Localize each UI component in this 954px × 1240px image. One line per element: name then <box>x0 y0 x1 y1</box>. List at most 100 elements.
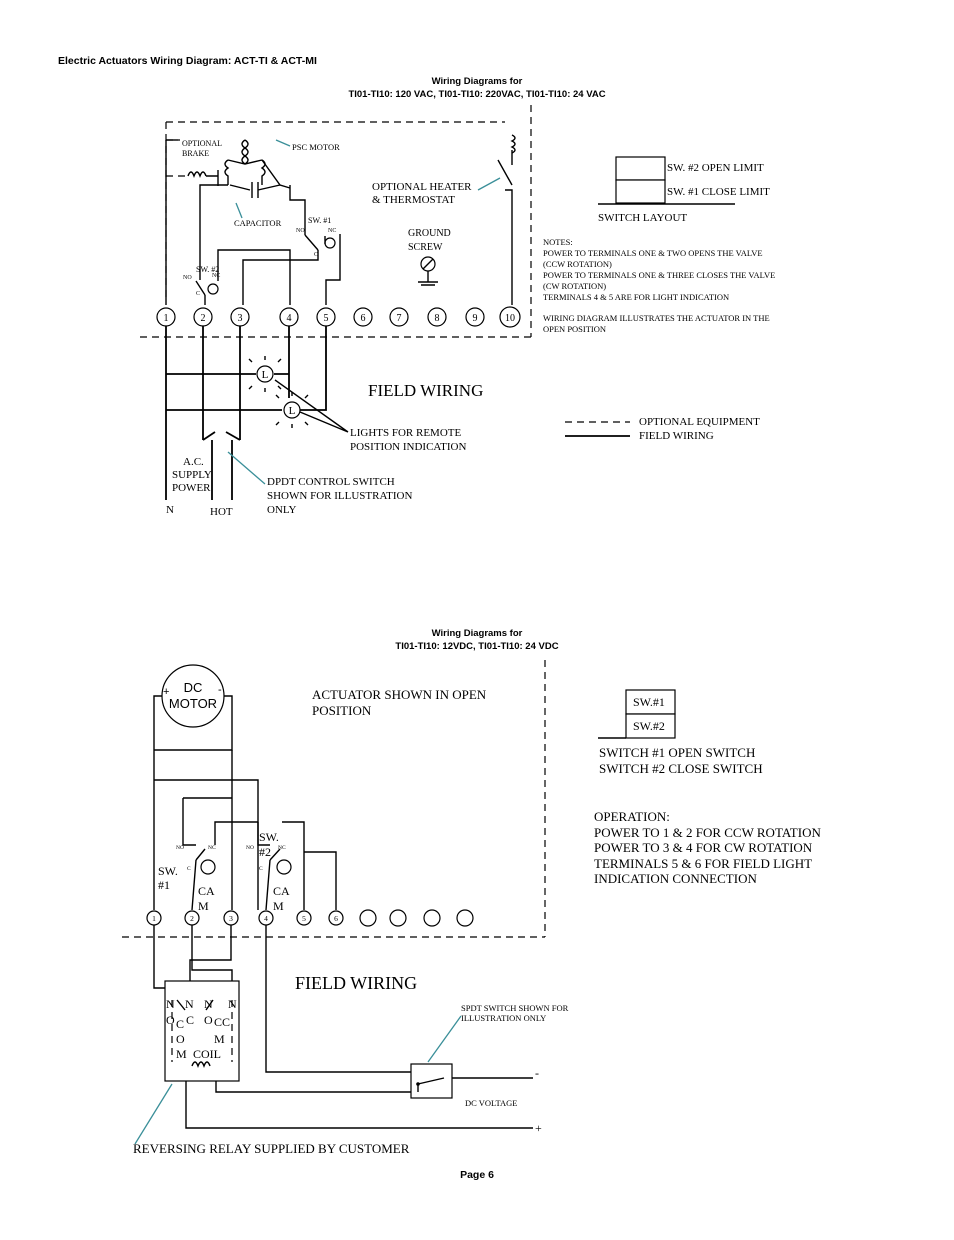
relay-o2: O <box>176 1032 185 1046</box>
ac-sw2-c: C <box>196 291 200 297</box>
dc-cam1-label-a: CA <box>198 884 215 898</box>
ac-notes: NOTES: POWER TO TERMINALS ONE & TWO OPEN… <box>543 237 775 334</box>
ac-diagram-title-1: Wiring Diagrams for <box>432 76 523 87</box>
dc-terminal-strip: 1 2 3 4 5 6 <box>146 909 474 927</box>
document-title: Electric Actuators Wiring Diagram: ACT-T… <box>58 55 317 67</box>
legend-field-label: FIELD WIRING <box>639 430 714 442</box>
dc-sw1-label-b: #1 <box>158 878 170 892</box>
psc-motor-arrow <box>275 139 291 147</box>
operation-line: INDICATION CONNECTION <box>594 871 757 886</box>
ac-sw1-c: C <box>314 252 318 258</box>
dc-terminal-6-label: 6 <box>334 914 338 923</box>
ac-sw1-no: NO <box>296 228 305 234</box>
dc-sw2-cam-icon <box>276 859 292 875</box>
relay-c2: C <box>186 1013 194 1027</box>
dc-motor-minus: - <box>218 684 222 696</box>
ac-terminal-1-label: 1 <box>164 313 169 324</box>
operation-line: POWER TO 3 & 4 FOR CW ROTATION <box>594 840 813 855</box>
capacitor-arrow <box>235 202 243 219</box>
ac-sw1-wire-nc <box>325 234 341 305</box>
relay-c1: C <box>176 1017 184 1031</box>
ac-terminal-9 <box>465 307 485 327</box>
ground-symbol-icon <box>418 258 438 286</box>
ac-sw2-no: NO <box>183 275 192 281</box>
ac-terminal-5-label: 5 <box>324 313 329 324</box>
ac-sw2-wire-nc <box>217 249 291 305</box>
dc-terminal-spare <box>456 909 474 927</box>
dc-terminal-5 <box>296 910 312 926</box>
heater-label-1: OPTIONAL HEATER <box>372 181 472 193</box>
ac-terminal-7 <box>389 307 409 327</box>
spdt-label-1: SPDT SWITCH SHOWN FOR <box>461 1003 569 1013</box>
dpdt-label-3: ONLY <box>267 504 297 516</box>
dpdt-label-1: DPDT CONTROL SWITCH <box>267 476 395 488</box>
ac-supply-label-2: SUPPLY <box>172 469 212 481</box>
optional-brake-label-2: BRAKE <box>182 149 209 158</box>
relay-cc: CC <box>214 1015 230 1029</box>
ac-sw2-label: SW. #2 <box>196 265 219 274</box>
ground-screw-label-1: GROUND <box>408 228 451 239</box>
dc-terminal-3-label: 3 <box>229 914 233 923</box>
ac-terminal-strip: 1 2 3 4 5 6 7 8 9 10 <box>156 306 521 328</box>
ac-sw1-nc: NC <box>328 228 336 234</box>
dc-diagram-title-1: Wiring Diagrams for <box>432 628 523 639</box>
dc-voltage-plus: + <box>535 1121 542 1135</box>
dc-terminal-4-label: 4 <box>264 914 268 923</box>
dc-cam2-label-a: CA <box>273 884 290 898</box>
ac-terminal-3-label: 3 <box>238 313 243 324</box>
dc-voltage-label: DC VOLTAGE <box>465 1098 517 1108</box>
spdt-label-2: ILLUSTRATION ONLY <box>461 1013 546 1023</box>
dc-sw2-c: C <box>259 866 263 872</box>
dc-sw2-contact <box>269 848 281 861</box>
dc-switch-box <box>598 689 676 739</box>
dc-operation-notes: OPERATION: POWER TO 1 & 2 FOR CCW ROTATI… <box>594 809 821 886</box>
dpdt-arrow <box>227 451 266 485</box>
relay-arrow <box>134 1083 173 1145</box>
legend-optional-label: OPTIONAL EQUIPMENT <box>639 416 760 428</box>
ac-terminal-10-label: 10 <box>505 313 515 324</box>
relay-label: REVERSING RELAY SUPPLIED BY CUSTOMER <box>133 1141 410 1156</box>
dc-sw2-no: NO <box>246 845 254 851</box>
light-indicator-icon <box>248 356 282 392</box>
ac-supply-label-1: A.C. <box>183 456 204 468</box>
dc-terminal-6 <box>328 910 344 926</box>
light-2-label: L <box>289 405 296 417</box>
spdt-pivot <box>416 1082 420 1086</box>
note-line: POWER TO TERMINALS ONE & THREE CLOSES TH… <box>543 270 775 280</box>
dc-sw1-label-a: SW. <box>158 864 178 878</box>
dc-sw1-contact <box>195 848 206 861</box>
note-line: (CCW ROTATION) <box>543 259 612 269</box>
dc-voltage-minus: - <box>535 1066 539 1080</box>
dc-motor-plus: + <box>163 686 169 698</box>
note-line: WIRING DIAGRAM ILLUSTRATES THE ACTUATOR … <box>543 313 770 323</box>
dc-sw1-cam-icon <box>200 859 216 875</box>
heater-arrow <box>477 177 501 191</box>
dc-sw2-label-a: SW. <box>259 830 279 844</box>
relay-n1: N <box>166 997 175 1011</box>
relay-m2: M <box>214 1032 225 1046</box>
dc-internal-wiring <box>153 695 337 911</box>
dc-terminal-spare <box>359 909 377 927</box>
switch-layout-sw2: SW. #2 OPEN LIMIT <box>667 162 764 174</box>
ac-terminal-4-label: 4 <box>287 313 292 324</box>
dc-shown-label-2: POSITION <box>312 703 372 718</box>
operation-line: POWER TO 1 & 2 FOR CCW ROTATION <box>594 825 821 840</box>
lights-label-2: POSITION INDICATION <box>350 441 466 453</box>
dc-wiring-diagram: Wiring Diagrams for TI01-TI10: 12VDC, TI… <box>122 628 821 1156</box>
dc-diagram-title-2: TI01-TI10: 12VDC, TI01-TI10: 24 VDC <box>395 641 558 652</box>
hot-label: HOT <box>210 506 233 518</box>
dc-terminal-spare <box>389 909 407 927</box>
note-line: POWER TO TERMINALS ONE & TWO OPENS THE V… <box>543 248 763 258</box>
dpdt-label-2: SHOWN FOR ILLUSTRATION <box>267 490 413 502</box>
dc-switch-box-sw2: SW.#2 <box>633 719 665 733</box>
ac-sw1-label: SW. #1 <box>308 216 331 225</box>
dc-sw2-nc: NC <box>278 845 286 851</box>
dc-sw1-nc: NC <box>208 845 216 851</box>
capacitor-label: CAPACITOR <box>234 218 282 228</box>
heater-thermostat-icon <box>497 134 516 305</box>
lights-label-1: LIGHTS FOR REMOTE <box>350 427 462 439</box>
lights-pointer <box>274 379 349 433</box>
relay-coil: COIL <box>193 1047 221 1061</box>
